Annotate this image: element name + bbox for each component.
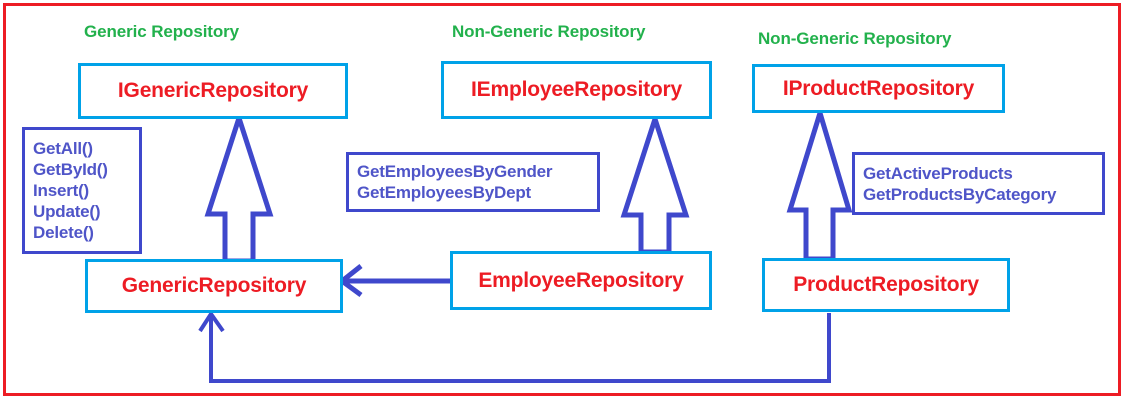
note-line: Insert() — [33, 181, 90, 200]
diagram-frame — [3, 3, 1121, 396]
interface-box-igenericrepository[interactable]: IGenericRepository — [78, 63, 348, 119]
arrowhead-product-generic — [198, 310, 225, 333]
note-line: GetProductsByCategory — [863, 184, 1057, 204]
inheritance-arrow-generic — [204, 109, 274, 264]
caption-non-generic-repository-product: Non-Generic Repository — [758, 29, 952, 48]
interface-label-iemployeerepository: IEmployeeRepository — [471, 78, 682, 101]
interface-box-iemployeerepository[interactable]: IEmployeeRepository — [441, 61, 712, 119]
note-box-generic-methods: GetAll() GetById() Insert() Update() Del… — [22, 127, 142, 254]
note-line: GetById() — [33, 160, 108, 179]
class-box-productrepository[interactable]: ProductRepository — [762, 258, 1010, 312]
association-line-product-generic — [209, 313, 831, 383]
inheritance-arrow-product — [786, 104, 853, 262]
class-label-employeerepository: EmployeeRepository — [478, 268, 684, 292]
inheritance-arrow-employee — [620, 110, 690, 255]
note-line: GetActiveProducts — [863, 163, 1013, 183]
interface-box-iproductrepository[interactable]: IProductRepository — [752, 64, 1005, 113]
note-box-employee-methods: GetEmployeesByGender GetEmployeesByDept — [346, 152, 600, 212]
interface-label-igenericrepository: IGenericRepository — [117, 79, 309, 102]
note-line: GetAll() — [33, 139, 93, 158]
note-line: GetEmployeesByDept — [357, 183, 532, 202]
note-line: Delete() — [33, 223, 94, 242]
note-line: Update() — [33, 202, 101, 221]
interface-label-iproductrepository: IProductRepository — [782, 76, 975, 100]
caption-generic-repository: Generic Repository — [84, 22, 240, 41]
note-line: GetEmployeesByGender — [357, 162, 553, 181]
class-label-productrepository: ProductRepository — [793, 273, 979, 296]
class-label-genericrepository: GenericRepository — [121, 274, 307, 297]
caption-non-generic-repository-employee: Non-Generic Repository — [452, 22, 646, 41]
class-box-employeerepository[interactable]: EmployeeRepository — [450, 251, 712, 310]
class-box-genericrepository[interactable]: GenericRepository — [85, 259, 343, 313]
note-box-product-methods: GetActiveProducts GetProductsByCategory — [852, 152, 1105, 215]
